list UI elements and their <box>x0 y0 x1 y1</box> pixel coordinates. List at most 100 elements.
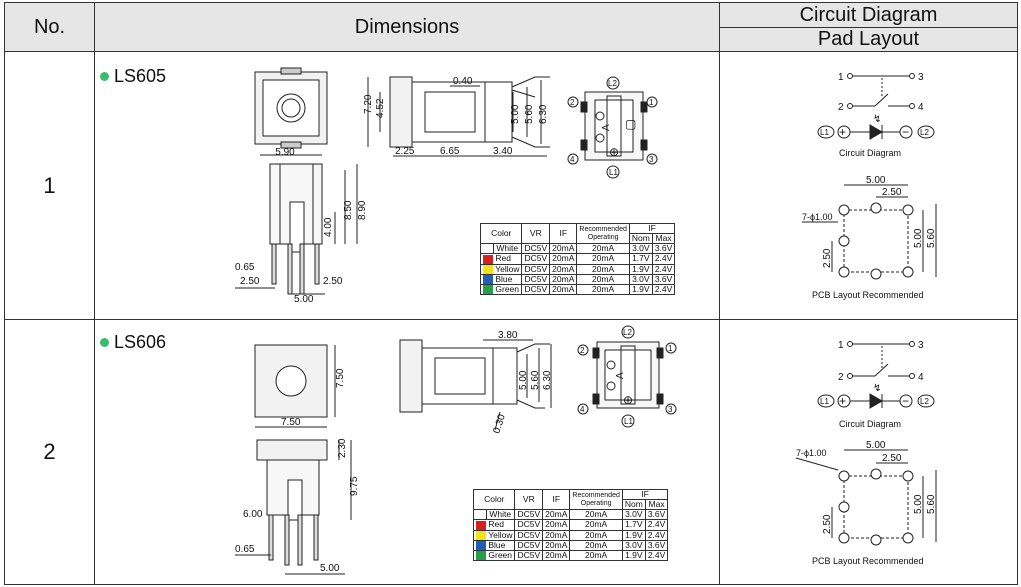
circuit-node-1: 1 <box>838 340 844 351</box>
max-value: 3.6V <box>651 242 676 255</box>
circuit-caption: Circuit Diagram <box>839 419 901 429</box>
color-name: Blue <box>495 273 513 284</box>
pin-2-label: 2 <box>570 98 575 107</box>
swatch-white-icon <box>476 510 487 520</box>
header-circuit-diagram: Circuit Diagram <box>719 2 1018 28</box>
ls606-dimension-drawings: 7.50 7.50 2.30 9.75 6.00 0.65 5.00 3.80 … <box>235 325 677 575</box>
ls605-circuit-and-pcb: 1 3 2 4 L1 + ↯ − L2 Circuit Diagram 5.00… <box>802 72 937 300</box>
pin-4-label: 4 <box>570 155 575 164</box>
nom-value: 1.9V <box>621 529 646 541</box>
if-value: 20mA <box>549 263 578 275</box>
circuit-node-4: 4 <box>918 372 924 383</box>
anode-a-icon: ▢ <box>625 117 636 131</box>
max-value: 3.6V <box>651 273 676 286</box>
if-value: 20mA <box>549 273 578 286</box>
ls606-circuit-diagram: 1 3 2 4 L1 + ↯ − L2 Circuit Diagram <box>817 340 935 429</box>
nom-value: 1.9V <box>628 263 653 275</box>
max-value: 2.4V <box>644 529 669 541</box>
pin-l2-label: L2 <box>608 79 617 88</box>
vr-value: DC5V <box>521 263 551 275</box>
nom-value: 1.9V <box>628 283 653 296</box>
ls605-pcb-layout: 5.00 2.50 7-ϕ1.00 5.00 5.60 2.50 PCB Lay… <box>802 175 937 300</box>
header-no-label: No. <box>33 15 66 38</box>
nom-value: 1.7V <box>628 253 653 265</box>
op-value: 20mA <box>569 539 623 552</box>
op-label: Operating <box>587 233 619 241</box>
plus-icon: ⊕ <box>609 145 619 159</box>
col-color-header: Color <box>479 223 523 244</box>
col-max-header: Max <box>651 233 676 244</box>
ls606-top-view: 7.50 7.50 <box>254 344 346 428</box>
dim-2-50-left: 2.50 <box>240 276 260 287</box>
if-value: 20mA <box>549 253 578 265</box>
if-value: 20mA <box>542 539 571 552</box>
header-dimensions-label: Dimensions <box>354 15 460 38</box>
max-value: 3.6V <box>644 539 669 552</box>
dim-2-25: 2.25 <box>395 146 415 157</box>
if-value: 20mA <box>542 529 571 541</box>
col-if2-header: IF <box>621 489 669 500</box>
nom-value: 1.7V <box>621 519 646 531</box>
if-value: 20mA <box>549 242 578 255</box>
color-name: Red <box>495 253 511 264</box>
pcb-5-60: 5.60 <box>926 228 937 248</box>
dim-2-50-right: 2.50 <box>323 276 343 287</box>
ls605-profile-view: 7.20 4.52 0.40 5.00 5.60 6.30 2.25 6.65 … <box>363 76 550 157</box>
dim-9-75: 9.75 <box>349 476 360 496</box>
col-vr-header: VR <box>521 223 551 244</box>
model-label-ls605: LS605 <box>100 66 166 87</box>
circuit-node-4: 4 <box>918 102 924 113</box>
light-emission-icon: ↯ <box>873 383 881 394</box>
max-value: 3.6V <box>644 508 669 521</box>
dim-4-52: 4.52 <box>375 98 386 118</box>
pcb-caption: PCB Layout Recommended <box>812 290 924 300</box>
color-name: Yellow <box>495 263 520 274</box>
if-value: 20mA <box>542 549 571 562</box>
nom-value: 1.9V <box>621 549 646 562</box>
circuit-l1: L1 <box>820 128 829 137</box>
dim-0-65: 0.65 <box>235 262 255 273</box>
col-color-header: Color <box>472 489 516 510</box>
circuit-l2: L2 <box>920 128 929 137</box>
dim-5-00-bottom: 5.00 <box>320 563 340 574</box>
row-2-number: 2 <box>4 319 95 585</box>
pin-1-label: 1 <box>649 98 654 107</box>
dim-8-90: 8.90 <box>357 200 368 220</box>
dim-5-90: 5.90 <box>275 147 295 158</box>
swatch-green-icon <box>483 285 493 295</box>
row-number-label: 1 <box>43 172 56 198</box>
row-2-circuit-cell <box>719 319 1018 585</box>
swatch-white-icon <box>483 244 494 254</box>
op-value: 20mA <box>576 283 630 296</box>
plus-icon: + <box>839 125 846 139</box>
ls605-dimension-drawings: 5.90 4.00 8.50 8.90 0.65 2.50 2.50 5.00 <box>235 67 658 305</box>
dim-5-60: 5.60 <box>530 370 541 390</box>
color-name: Red <box>488 519 504 530</box>
col-if-header: IF <box>542 489 571 510</box>
dim-3-80: 3.80 <box>498 330 518 341</box>
swatch-blue-icon <box>476 541 486 550</box>
if-value: 20mA <box>542 508 571 521</box>
col-vr-header: VR <box>514 489 544 510</box>
col-nom-header: Nom <box>628 233 653 244</box>
ls606-side-view: 2.30 9.75 6.00 0.65 5.00 <box>235 438 360 575</box>
max-value: 2.4V <box>644 549 669 562</box>
pin-3-label: 3 <box>668 405 673 414</box>
max-value: 2.4V <box>651 263 676 275</box>
vr-value: DC5V <box>521 283 551 296</box>
color-name: Green <box>488 550 512 560</box>
col-if-header: IF <box>549 223 578 244</box>
dim-0-30: 0.30 <box>491 413 508 435</box>
dim-7-50-h: 7.50 <box>281 417 301 428</box>
color-name: Blue <box>488 539 506 550</box>
pin-4-label: 4 <box>580 405 585 414</box>
plus-icon: ⊕ <box>623 393 633 407</box>
ls606-profile-view: 3.80 5.00 5.60 6.30 0.30 <box>399 330 553 435</box>
op-value: 20mA <box>576 263 630 275</box>
pcb-5-60: 5.60 <box>926 494 937 514</box>
swatch-green-icon <box>476 551 486 561</box>
